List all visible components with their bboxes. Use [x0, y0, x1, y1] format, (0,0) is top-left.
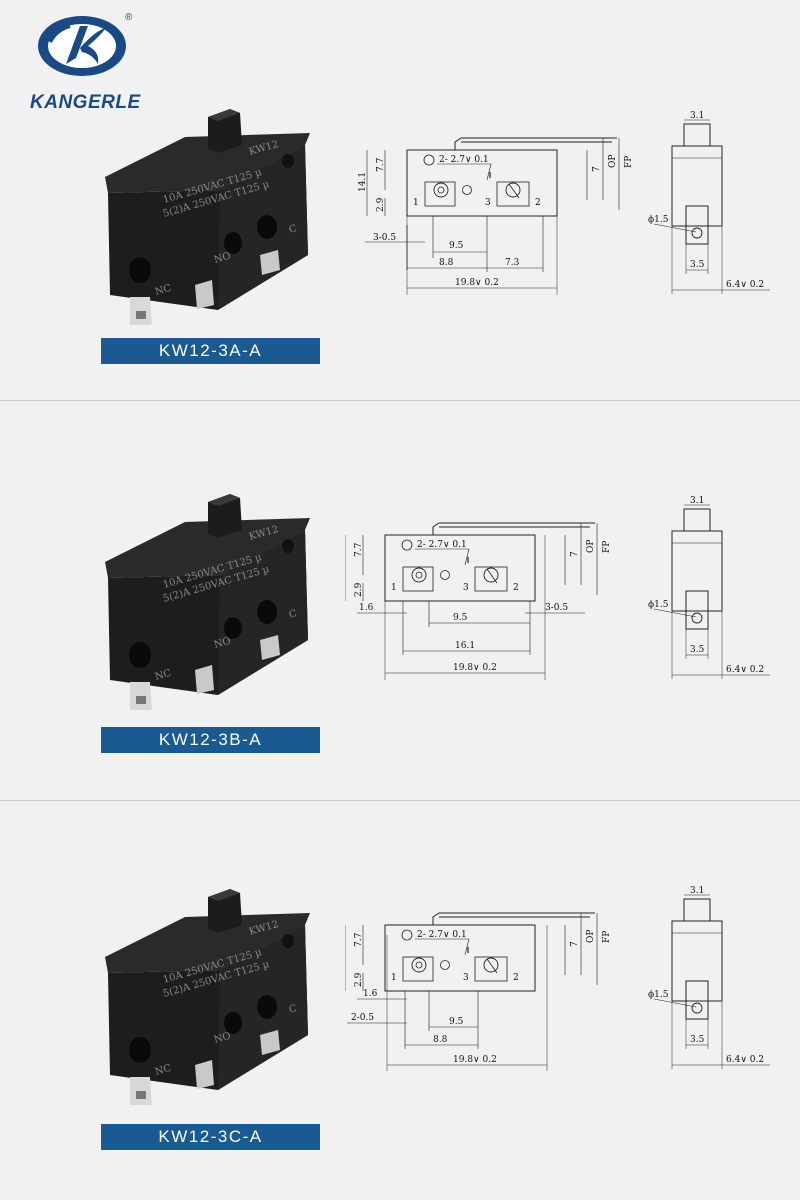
front-view-drawing: 2- 2.7∨ 0.1 1 2 3 14.1 7.7 2.9 7 OP FP 1…	[336, 895, 635, 1095]
dim-pin-thickness: 3-0.5	[373, 233, 396, 243]
kangerle-logo-icon	[38, 16, 126, 76]
dim-terminal-spacing: 9.5	[449, 241, 464, 251]
dim-terminal-width: 3.5	[690, 260, 705, 270]
dim-width: 19.8∨ 0.2	[453, 663, 497, 673]
terminal-3-label: 3	[463, 583, 469, 593]
dim-hole: 2- 2.7∨ 0.1	[439, 155, 489, 165]
dim-fp: FP	[624, 156, 634, 168]
dim-fp: FP	[602, 541, 612, 553]
dim-op: OP	[586, 930, 596, 943]
switch-photo: KW12 10A 250VAC T125 µ 5(2)A 250VAC T125…	[100, 885, 315, 1107]
dim-terminal-height: 2.9	[354, 582, 364, 597]
model-label: KW12-3C-A	[101, 1124, 320, 1150]
switch-marking-c: C	[288, 608, 299, 621]
dim-body-thickness: 6.4∨ 0.2	[726, 1055, 764, 1065]
terminal-2-label: 2	[535, 198, 541, 208]
dim-fp: FP	[602, 931, 612, 943]
dim-terminal-spacing: 9.5	[449, 1017, 464, 1027]
switch-marking-c: C	[288, 1003, 299, 1016]
switch-marking-no: NO	[213, 251, 232, 266]
brand-name: KANGERLE	[30, 92, 141, 113]
terminal-2-label: 2	[513, 583, 519, 593]
side-view-drawing: 3.1 ϕ1.5 3.5 6.4∨ 0.2	[640, 110, 800, 310]
dim-total-height: 14.1	[358, 172, 368, 192]
dim-pin-thickness: 2-0.5	[351, 1013, 374, 1023]
section-divider	[0, 800, 800, 801]
dim-terminal-spacing: 9.5	[453, 613, 468, 623]
dim-width: 19.8∨ 0.2	[453, 1055, 497, 1065]
dim-terminal-width: 3.5	[690, 1035, 705, 1045]
dim-hole: 2- 2.7∨ 0.1	[417, 540, 467, 550]
dim-hole: 2- 2.7∨ 0.1	[417, 930, 467, 940]
dim-op-height: 7	[570, 551, 580, 557]
terminal-2-label: 2	[513, 973, 519, 983]
dim-total-height: 14.1	[345, 557, 346, 577]
dim-upper-height: 7.7	[354, 542, 364, 557]
terminal-3-label: 3	[485, 198, 491, 208]
switch-marking-no: NO	[213, 1031, 232, 1046]
terminal-1-label: 1	[391, 583, 397, 593]
terminal-1-label: 1	[391, 973, 397, 983]
switch-marking-no: NO	[213, 636, 232, 651]
terminal-3-label: 3	[463, 973, 469, 983]
model-label: KW12-3B-A	[101, 727, 320, 753]
terminal-1-label: 1	[413, 198, 419, 208]
side-view-drawing: 3.1 ϕ1.5 3.5 6.4∨ 0.2	[640, 885, 800, 1085]
side-view-drawing: 3.1 ϕ1.5 3.5 6.4∨ 0.2	[640, 495, 800, 695]
dim-actuator-width: 3.1	[690, 496, 704, 506]
dim-pin-offset: 1.6	[363, 989, 378, 999]
dim-hole-diameter: ϕ1.5	[648, 990, 669, 1000]
dim-actuator-width: 3.1	[690, 886, 704, 896]
brand-logo: ® KANGERLE	[30, 12, 150, 113]
dim-upper-height: 7.7	[354, 932, 364, 947]
switch-marking-nc: NC	[154, 668, 173, 683]
dim-left-spacing: 8.8	[433, 1035, 448, 1045]
dim-body-thickness: 6.4∨ 0.2	[726, 280, 764, 290]
dim-body-thickness: 6.4∨ 0.2	[726, 665, 764, 675]
registered-mark: ®	[125, 12, 133, 23]
dim-op: OP	[608, 155, 618, 168]
dim-upper-height: 7.7	[376, 157, 386, 172]
switch-marking-c: C	[288, 223, 299, 236]
dim-hole-diameter: ϕ1.5	[648, 215, 669, 225]
section-divider	[0, 400, 800, 401]
dim-terminal-height: 2.9	[354, 972, 364, 987]
switch-photo: KW12 10A 250VAC T125 µ 5(2)A 250VAC T125…	[100, 105, 315, 327]
dim-op-height: 7	[592, 166, 602, 172]
dim-actuator-width: 3.1	[690, 111, 704, 121]
dim-pin-thickness: 3-0.5	[545, 603, 568, 613]
dim-outer-spacing: 16.1	[455, 641, 475, 651]
dim-width: 19.8∨ 0.2	[455, 278, 499, 288]
switch-marking-nc: NC	[154, 1063, 173, 1078]
dim-op: OP	[586, 540, 596, 553]
switch-photo: KW12 10A 250VAC T125 µ 5(2)A 250VAC T125…	[100, 490, 315, 712]
dim-left-spacing: 8.8	[439, 258, 454, 268]
dim-terminal-height: 2.9	[376, 197, 386, 212]
dim-right-spacing: 7.3	[505, 258, 520, 268]
dim-hole-diameter: ϕ1.5	[648, 600, 669, 610]
dim-op-height: 7	[570, 941, 580, 947]
dim-pin-offset: 1.6	[359, 603, 374, 613]
dim-total-height: 14.1	[345, 947, 346, 967]
front-view-drawing: 2- 2.7∨ 0.1 1 2 3 14.1 7.7 2.9 7 OP FP 3…	[345, 120, 635, 320]
front-view-drawing: 2- 2.7∨ 0.1 1 2 3 14.1 7.7 2.9 7 OP FP 1…	[336, 505, 635, 705]
model-label: KW12-3A-A	[101, 338, 320, 364]
dim-terminal-width: 3.5	[690, 645, 705, 655]
switch-marking-nc: NC	[154, 283, 173, 298]
